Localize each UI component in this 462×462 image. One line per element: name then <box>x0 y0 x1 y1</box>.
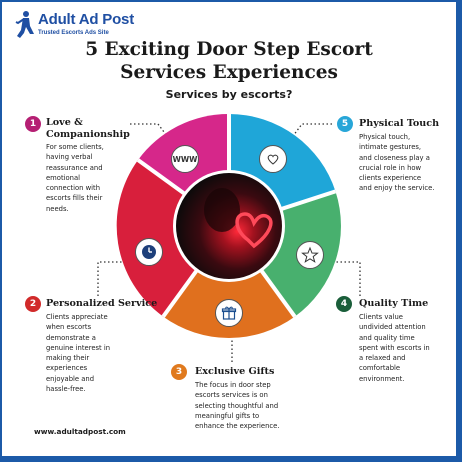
text-line: hassle-free. <box>46 385 86 394</box>
text-line: intimate gestures, <box>359 143 422 152</box>
text-line: Clients appreciate <box>46 313 108 321</box>
text-line: and quality time <box>359 333 415 342</box>
brand-logo[interactable]: Adult Ad Post Trusted Escorts Ads Site <box>12 10 142 40</box>
text-line: undivided attention <box>359 323 426 332</box>
clock-icon <box>135 238 163 266</box>
heading-love-companionship: Love & Companionship <box>46 117 130 140</box>
text-line: when escorts <box>46 323 92 332</box>
website-link[interactable]: www.adultadpost.com <box>34 427 126 436</box>
heading-personalized-service: Personalized Service <box>46 298 158 309</box>
text-line: demonstrate a <box>46 333 96 342</box>
title-line-1: 5 Exciting Door Step Escort <box>85 39 373 60</box>
badge-4: 4 <box>336 296 352 312</box>
text-line: For some clients, <box>46 143 104 151</box>
page-subtitle: Services by escorts? <box>165 88 293 101</box>
text-line: making their <box>46 354 90 363</box>
text-line: environment. <box>359 374 405 383</box>
gift-icon <box>215 299 243 327</box>
text-line: comfortable <box>359 364 401 373</box>
brand-name: Adult Ad Post <box>38 11 134 28</box>
text-line: The focus in door step <box>195 381 271 389</box>
heading-line: Love & <box>46 117 83 128</box>
badge-3: 3 <box>171 364 187 380</box>
text-line: meaningful gifts to <box>195 411 260 420</box>
text-personalized-service: Clients appreciate when escorts demonstr… <box>46 312 110 394</box>
star-icon <box>296 241 324 269</box>
text-line: experiences <box>46 364 88 373</box>
heading-exclusive-gifts: Exclusive Gifts <box>195 366 275 377</box>
text-line: and closeness play a <box>359 153 430 162</box>
text-line: genuine interest in <box>46 343 111 352</box>
text-line: needs. <box>46 204 69 213</box>
frame-shadow-bottom <box>0 458 462 462</box>
badge-2: 2 <box>25 296 41 312</box>
text-line: enhance the experience. <box>195 422 280 431</box>
text-line: Physical touch, <box>359 133 411 141</box>
neon-heart <box>235 212 273 249</box>
text-line: selecting thoughtful and <box>195 401 279 410</box>
text-line: spent with escorts in <box>359 343 430 352</box>
silhouette <box>204 188 240 232</box>
text-line: escorts services is on <box>195 391 268 400</box>
text-line: a relaxed and <box>359 354 406 363</box>
text-line: reassurance and <box>46 163 103 172</box>
text-physical-touch: Physical touch, intimate gestures, and c… <box>359 132 435 194</box>
text-line: having verbal <box>46 153 93 162</box>
text-line: enjoyable and <box>46 374 95 383</box>
figure-icon <box>15 11 34 38</box>
title-line-2: Services Experiences <box>120 62 338 83</box>
text-line: emotional <box>46 173 81 182</box>
page-title: 5 Exciting Door Step Escort Services Exp… <box>0 38 458 84</box>
text-line: connection with <box>46 184 101 193</box>
segment-personalized <box>116 160 229 317</box>
text-quality-time: Clients value undivided attention and qu… <box>359 312 430 384</box>
text-line: clients experience <box>359 174 422 183</box>
text-love-companionship: For some clients, having verbal reassura… <box>46 142 104 214</box>
text-line: escorts fills their <box>46 194 103 203</box>
heart-chat-icon <box>259 145 287 173</box>
heading-physical-touch: Physical Touch <box>359 118 440 129</box>
badge-1: 1 <box>25 116 41 132</box>
frame-shadow-right <box>458 0 462 462</box>
heading-quality-time: Quality Time <box>359 298 429 309</box>
text-exclusive-gifts: The focus in door step escorts services … <box>195 380 280 431</box>
text-line: and enjoy the service. <box>359 184 435 193</box>
text-line: Clients value <box>359 313 403 321</box>
www-icon: WWW <box>171 145 199 173</box>
badge-5: 5 <box>337 116 353 132</box>
text-line: crucial role in how <box>359 163 422 172</box>
heading-line: Companionship <box>46 128 130 140</box>
brand-tagline: Trusted Escorts Ads Site <box>38 30 109 36</box>
